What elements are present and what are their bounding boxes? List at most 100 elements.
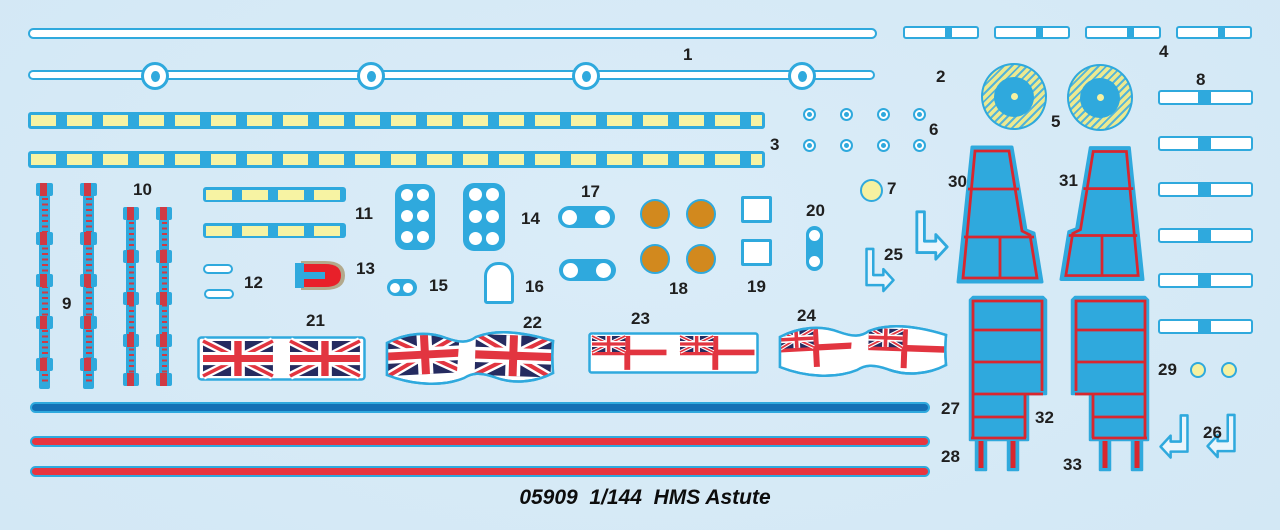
- decal-6-ring-dot: [840, 139, 853, 152]
- part-label-16: 16: [525, 277, 544, 296]
- decal-8-divider: [1198, 138, 1212, 149]
- grid-dot: [469, 188, 482, 201]
- decal-9-draft-scale: [36, 183, 53, 389]
- decal-19-white-square: [741, 239, 772, 266]
- decal-11-pattern: [205, 189, 344, 200]
- decal-32-rudder-panel: [966, 294, 1050, 475]
- sheet-title: 05909 1/144 HMS Astute: [519, 486, 771, 509]
- part-label-17: 17: [581, 182, 600, 201]
- part-label-32: 32: [1035, 408, 1054, 427]
- decal-28-red-stripe: [30, 436, 930, 447]
- decal-29-yellow-dot: [1190, 362, 1206, 378]
- part-label-33: 33: [1063, 455, 1082, 474]
- part-label-27: 27: [941, 399, 960, 418]
- part-label-15: 15: [429, 276, 448, 295]
- decal-8-divider: [1198, 92, 1212, 103]
- part-label-21: 21: [306, 311, 325, 330]
- decal-6-ring-dot: [877, 139, 890, 152]
- part-label-12: 12: [244, 273, 263, 292]
- part-label-1: 1: [683, 45, 693, 64]
- decal-11-segmented-strip: [203, 187, 346, 202]
- part-label-4: 4: [1159, 42, 1169, 61]
- decal-21-union-jack-flags: [197, 336, 366, 381]
- part-label-22: 22: [523, 313, 542, 332]
- grid-dot: [417, 189, 429, 201]
- grid-dot: [486, 188, 499, 201]
- draft-scale-tab: [36, 358, 53, 371]
- part-label-9: 9: [62, 294, 72, 313]
- draft-scale-tab: [156, 207, 172, 220]
- part-label-13: 13: [356, 259, 375, 278]
- pill-dot: [403, 282, 413, 293]
- grid-dot: [401, 189, 413, 201]
- decal-6-ring-dot: [803, 139, 816, 152]
- decal-33-rudder-panel: [1068, 294, 1152, 475]
- decal-8-divided-bar: [1158, 228, 1253, 243]
- draft-scale-tab: [36, 183, 53, 196]
- decal-25-bent-arrow-right: [915, 210, 949, 261]
- grid-dot: [469, 232, 482, 245]
- pill-dot: [390, 282, 400, 293]
- part-label-10: 10: [133, 180, 152, 199]
- decal-8-divided-bar: [1158, 136, 1253, 151]
- decal-20-vertical-pill: [806, 226, 823, 271]
- decal-1-hull-line-strip: [28, 28, 877, 39]
- decal-8-divided-bar: [1158, 319, 1253, 334]
- pill-dot: [596, 262, 611, 278]
- decal-12-small-pill: [203, 264, 233, 274]
- decal-2-line-with-nodes: [28, 70, 875, 80]
- decal-2-node-circle: [141, 62, 169, 90]
- decal-18-orange-circle: [640, 199, 670, 229]
- draft-scale-tab: [156, 373, 172, 386]
- draft-scale-tab: [123, 207, 139, 220]
- draft-scale-tab: [36, 274, 53, 287]
- decal-15-two-dot-pill: [387, 279, 417, 296]
- decal-18-orange-circle: [640, 244, 670, 274]
- pill-dot: [809, 230, 820, 241]
- decal-4-divider: [1126, 28, 1134, 37]
- part-label-11: 11: [355, 204, 373, 223]
- decal-3-segmented-band: [28, 112, 765, 129]
- decal-31-fin-panel: [1059, 146, 1145, 281]
- decal-17-two-dot-pill: [559, 259, 616, 281]
- part-label-8: 8: [1196, 70, 1206, 89]
- draft-scale-tab: [123, 334, 139, 347]
- decal-13-horseshoe-marking: [295, 261, 345, 290]
- decal-24-wavy-white-ensign-flags: [778, 325, 948, 377]
- grid-dot: [401, 210, 413, 222]
- decal-5-center-dot: [1096, 94, 1104, 101]
- part-label-5: 5: [1051, 112, 1061, 131]
- grid-dot: [486, 210, 499, 223]
- decal-23-white-ensign-flags: [588, 332, 759, 374]
- decal-18-orange-circle: [686, 244, 716, 274]
- decal-6-ring-dot: [913, 108, 926, 121]
- decal-2-node-circle: [572, 62, 600, 90]
- decal-5-inner-disc: [1080, 77, 1120, 118]
- grid-dot: [486, 232, 499, 245]
- decal-5-inner-disc: [994, 76, 1034, 117]
- decal-11-pattern: [205, 225, 344, 236]
- decal-4-divider: [944, 28, 952, 37]
- pill-dot: [809, 256, 820, 267]
- decal-22-wavy-union-jack-flags: [385, 331, 555, 385]
- decal-4-divided-bar: [994, 26, 1070, 39]
- part-label-30: 30: [948, 172, 967, 191]
- pill-dot: [562, 209, 577, 225]
- part-label-18: 18: [669, 279, 688, 298]
- draft-scale-tab: [80, 274, 97, 287]
- part-label-29: 29: [1158, 360, 1177, 379]
- draft-scale-tab: [123, 250, 139, 263]
- draft-scale-tab: [156, 292, 172, 305]
- decal-3-band-pattern: [31, 115, 762, 126]
- draft-scale-tab: [80, 232, 97, 245]
- decal-8-divided-bar: [1158, 182, 1253, 197]
- pill-dot: [595, 209, 610, 225]
- part-label-23: 23: [631, 309, 650, 328]
- decal-8-divided-bar: [1158, 273, 1253, 288]
- decal-6-ring-dot: [803, 108, 816, 121]
- grid-dot: [469, 210, 482, 223]
- pill-dot: [563, 262, 578, 278]
- part-label-7: 7: [887, 179, 897, 198]
- decal-12-small-pill: [204, 289, 234, 299]
